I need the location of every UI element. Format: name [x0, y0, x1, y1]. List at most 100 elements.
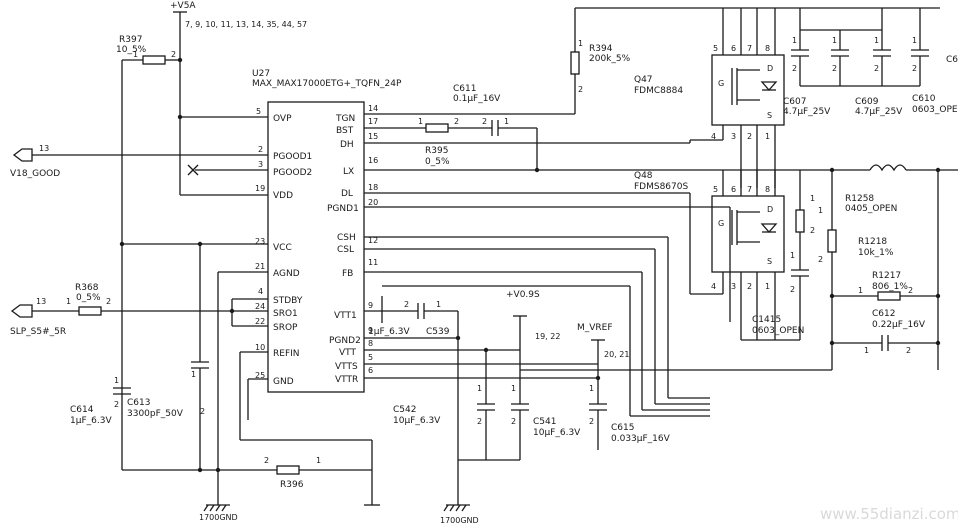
svg-text:24: 24: [255, 302, 265, 311]
svg-text:23: 23: [255, 237, 265, 246]
svg-text:10: 10: [255, 343, 265, 352]
r397-val: 10_5%: [116, 45, 147, 55]
svg-text:12: 12: [368, 236, 378, 245]
svg-text:6: 6: [368, 366, 373, 375]
svg-text:D: D: [767, 64, 773, 73]
svg-text:2: 2: [578, 85, 583, 94]
pin-gnd: GND: [273, 377, 294, 387]
v5a-rail: +V5A 7, 9, 10, 11, 13, 14, 35, 44, 57 1 …: [116, 1, 307, 470]
r1218-val: 10k_1%: [858, 248, 894, 258]
u27-ic: U27 MAX_MAX17000ETG+_TQFN_24P OVP PGOOD1…: [252, 69, 402, 393]
c1415-ref: C1415: [752, 315, 781, 325]
svg-text:2: 2: [747, 132, 752, 141]
pin-pgood1: PGOOD1: [273, 152, 312, 162]
svg-text:1: 1: [912, 36, 917, 45]
r1258-ref: R1258: [845, 194, 874, 204]
r396-resistor: [276, 465, 300, 475]
pin-vcc: VCC: [273, 243, 292, 253]
svg-text:2: 2: [511, 417, 516, 426]
c613-val: 3300pF_50V: [127, 409, 184, 419]
svg-text:18: 18: [368, 183, 378, 192]
q48-part: FDMS8670S: [634, 182, 688, 192]
svg-text:1: 1: [874, 36, 879, 45]
pin-dl: DL: [341, 189, 353, 199]
svg-text:2: 2: [258, 145, 263, 154]
v18-good-label: V18_GOOD: [10, 169, 60, 179]
svg-text:2: 2: [818, 255, 823, 264]
c607-ref: C607: [783, 97, 806, 107]
left-bottom-net: 1 2 1 2 C614 1μF_6.3V C613 3300pF_50V 2 …: [70, 241, 380, 522]
svg-text:6: 6: [731, 185, 736, 194]
svg-text:S: S: [767, 111, 772, 120]
svg-text:1: 1: [765, 282, 770, 291]
svg-text:5: 5: [713, 185, 718, 194]
r394-resistor: [570, 51, 580, 75]
pin-csh: CSH: [337, 233, 356, 243]
gnd-left-label: 1700GND: [199, 513, 238, 522]
c6-ref: C6: [946, 55, 958, 65]
svg-text:6: 6: [731, 44, 736, 53]
svg-text:5: 5: [713, 44, 718, 53]
r1258-val: 0405_OPEN: [845, 204, 897, 214]
c607-val: 4.7μF_25V: [783, 107, 831, 117]
pin-fb: FB: [342, 269, 353, 279]
svg-text:2: 2: [454, 117, 459, 126]
slp-s5-label: SLP_S5#_5R: [10, 327, 66, 337]
svg-text:1: 1: [66, 297, 71, 306]
svg-text:8: 8: [765, 185, 770, 194]
svg-text:1: 1: [133, 50, 138, 59]
svg-text:1: 1: [504, 117, 509, 126]
svg-text:2: 2: [912, 64, 917, 73]
pin-ovp: OVP: [273, 114, 292, 124]
svg-text:1: 1: [589, 384, 594, 393]
r395-resistor: [425, 123, 449, 133]
r1218-resistor: [827, 229, 837, 253]
pin-vtt: VTT: [339, 348, 356, 358]
r395-val: 0_5%: [425, 157, 450, 167]
svg-text:1: 1: [418, 117, 423, 126]
c541-val: 10μF_6.3V: [533, 428, 581, 438]
svg-text:8: 8: [368, 339, 373, 348]
c542-val: 10μF_6.3V: [393, 416, 441, 426]
pin-pgnd2: PGND2: [329, 336, 361, 346]
c614-ref: C614: [70, 405, 94, 415]
svg-text:4: 4: [258, 287, 263, 296]
pin-tgn: TGN: [335, 114, 355, 124]
svg-text:2: 2: [114, 400, 119, 409]
svg-text:G: G: [718, 219, 724, 228]
svg-text:1: 1: [114, 376, 119, 385]
c611-val: 0.1μF_16V: [453, 94, 501, 104]
svg-text:2: 2: [832, 64, 837, 73]
svg-text:2: 2: [171, 50, 176, 59]
pin-csl: CSL: [337, 245, 354, 255]
q47-part: FDMC8884: [634, 86, 683, 96]
c542-ref: C542: [393, 405, 416, 415]
svg-text:2: 2: [404, 300, 409, 309]
svg-text:1: 1: [477, 384, 482, 393]
v095-pins: 19, 22: [535, 332, 560, 341]
gnd-mid-label: 1700GND: [440, 516, 479, 525]
pin-vtt1: VTT1: [334, 311, 357, 321]
r397-resistor: [142, 55, 166, 65]
svg-text:2: 2: [792, 64, 797, 73]
q47-mosfet: G D S Q47 FDMC8884 5 6 7 8 4 3 2 1: [634, 8, 785, 188]
inductor-net: 1 2 R1258 0405_OPEN R1218 10k_1% 1 2 R12…: [818, 164, 958, 370]
svg-text:2: 2: [477, 417, 482, 426]
r368-resistor: [78, 306, 102, 316]
mvref-label: M_VREF: [577, 323, 613, 333]
svg-text:2: 2: [810, 226, 815, 235]
svg-text:4: 4: [711, 282, 716, 291]
r1217-resistor: [877, 291, 901, 301]
c612-val: 0.22μF_16V: [872, 320, 926, 330]
c609-val: 4.7μF_25V: [855, 107, 903, 117]
r394-val: 200k_5%: [589, 54, 631, 64]
q48-mosfet: G D S Q48 FDMS8670S 5 6 7 8 4 3 2 1: [634, 170, 785, 340]
svg-text:5: 5: [368, 353, 373, 362]
svg-text:1: 1: [191, 370, 196, 379]
q47-ref: Q47: [634, 75, 653, 85]
svg-text:8: 8: [765, 44, 770, 53]
r396-ref: R396: [280, 480, 304, 490]
svg-text:1: 1: [858, 286, 863, 295]
svg-text:9: 9: [368, 301, 373, 310]
